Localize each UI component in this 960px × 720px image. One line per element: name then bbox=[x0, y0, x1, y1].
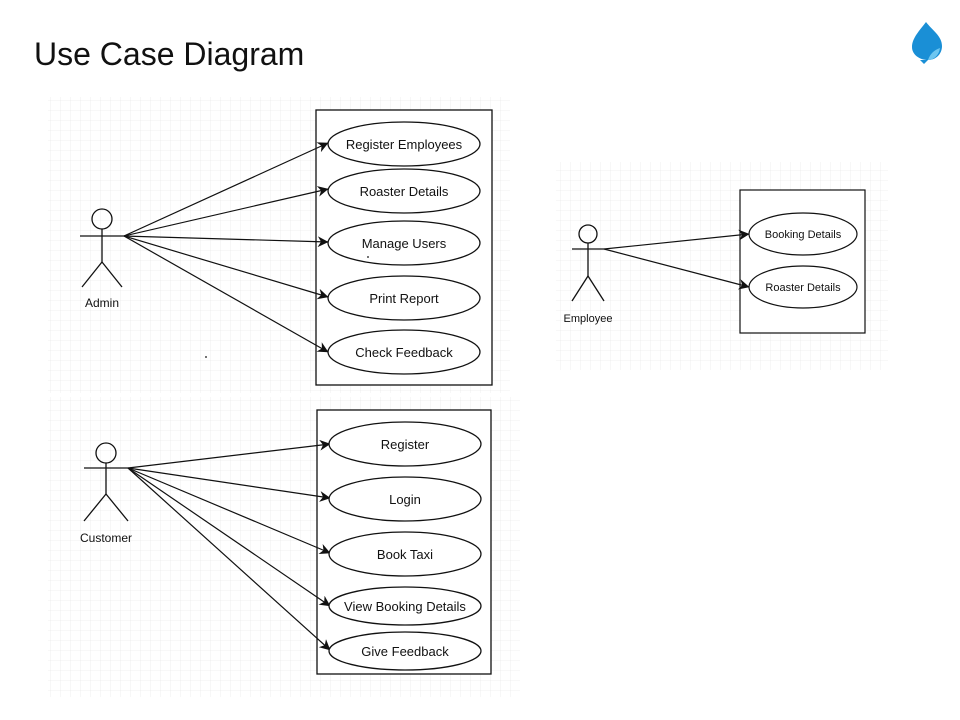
employee-use-case-roaster-details: Roaster Details bbox=[748, 265, 858, 309]
use-case-label: Booking Details bbox=[765, 229, 842, 241]
customer-use-case-register: Register bbox=[328, 421, 482, 467]
customer-panel: Customer Register Login Book Taxi View B… bbox=[48, 397, 520, 697]
employee-actor-label: Employee bbox=[564, 313, 613, 325]
admin-use-case-print-report: Print Report bbox=[327, 275, 481, 321]
customer-actor-label: Customer bbox=[80, 531, 132, 545]
use-case-label: Book Taxi bbox=[377, 547, 433, 562]
use-case-label: View Booking Details bbox=[344, 599, 466, 614]
employee-use-case-booking-details: Booking Details bbox=[748, 212, 858, 256]
customer-use-case-login: Login bbox=[328, 476, 482, 522]
slide-title: Use Case Diagram bbox=[34, 36, 305, 72]
admin-actor: Admin bbox=[80, 208, 124, 310]
use-case-label: Roaster Details bbox=[360, 184, 449, 199]
spade-drop-logo-icon bbox=[912, 22, 942, 64]
admin-panel: Admin Register Employees Roaster Details… bbox=[48, 97, 510, 393]
use-case-label: Register bbox=[381, 437, 430, 452]
customer-associations bbox=[127, 439, 331, 651]
use-case-label: Print Report bbox=[369, 291, 439, 306]
use-case-label: Manage Users bbox=[362, 236, 447, 251]
employee-panel: Employee Booking Details Roaster Details bbox=[556, 162, 888, 370]
admin-associations bbox=[123, 142, 329, 353]
employee-actor: Employee bbox=[564, 224, 613, 325]
admin-use-case-roaster-details: Roaster Details bbox=[327, 168, 481, 214]
admin-use-case-manage-users: Manage Users bbox=[327, 220, 481, 266]
admin-use-case-check-feedback: Check Feedback bbox=[327, 329, 481, 375]
admin-actor-label: Admin bbox=[85, 296, 119, 310]
use-case-label: Give Feedback bbox=[361, 644, 449, 659]
use-case-label: Register Employees bbox=[346, 137, 463, 152]
use-case-label: Login bbox=[389, 492, 421, 507]
customer-use-case-book-taxi: Book Taxi bbox=[328, 531, 482, 577]
use-case-label: Roaster Details bbox=[765, 282, 841, 294]
employee-associations bbox=[603, 229, 750, 290]
customer-actor: Customer bbox=[80, 442, 132, 545]
customer-use-case-view-booking-details: View Booking Details bbox=[328, 586, 482, 626]
admin-use-case-register-employees: Register Employees bbox=[327, 121, 481, 167]
customer-use-case-give-feedback: Give Feedback bbox=[328, 631, 482, 671]
employee-system-boundary bbox=[739, 189, 866, 334]
use-case-label: Check Feedback bbox=[355, 345, 453, 360]
